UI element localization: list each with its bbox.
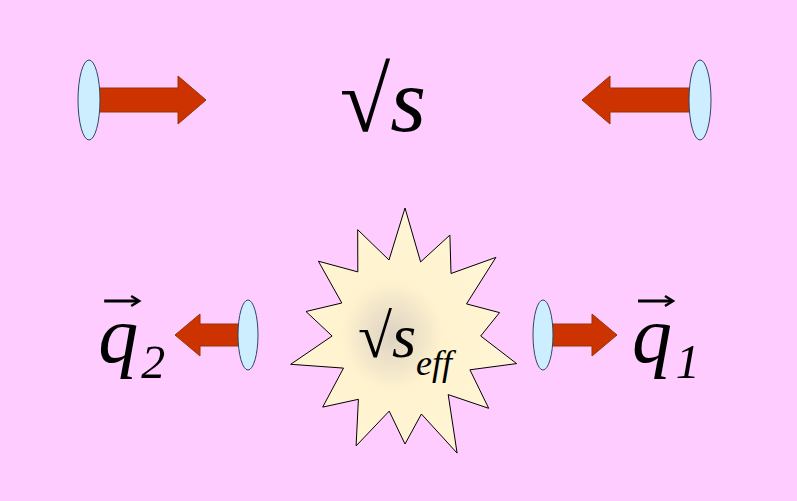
starburst-outline [291, 208, 517, 453]
beam-arrow [175, 314, 240, 356]
beam-bunch [533, 300, 553, 370]
beam-bunch [78, 60, 100, 140]
root-symbol: √s [358, 305, 416, 367]
beam-right-top [582, 60, 711, 140]
beam-arrow [582, 76, 690, 124]
beam-left-bottom [175, 300, 258, 370]
subscript-text: eff [416, 345, 452, 381]
momentum-label: q₁ [632, 295, 700, 375]
energy-label: √s [340, 54, 426, 146]
beam-arrow [98, 76, 206, 124]
beam-arrow [552, 314, 617, 356]
burst-text-holder: √seff [285, 205, 525, 467]
beam-right-bottom [533, 300, 617, 370]
beam-bunch [689, 60, 711, 140]
explosion-burst: √seff [285, 205, 525, 467]
momentum-label: q₂ [98, 295, 166, 375]
beam-left-top [78, 60, 206, 140]
beam-bunch [238, 300, 258, 370]
